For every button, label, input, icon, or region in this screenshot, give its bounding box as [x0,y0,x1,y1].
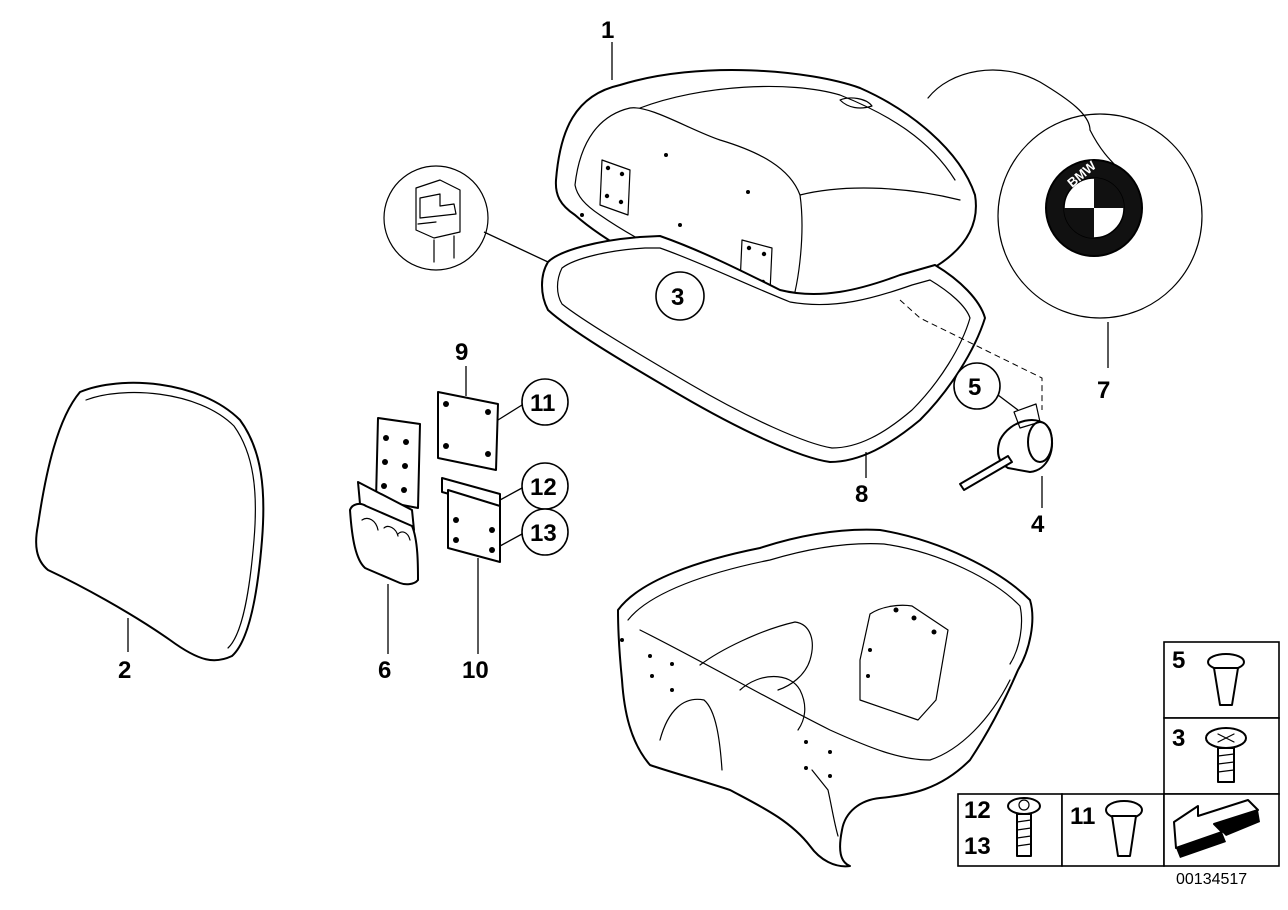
rivet-icon [1207,653,1245,706]
bmw-roundel-icon: BMW [1045,157,1143,257]
emblem-detail: BMW 7 [927,69,1203,404]
callout-10: 10 [462,657,489,684]
screw-icon [1205,727,1247,783]
callout-9: 9 [455,339,468,366]
legend-cell-12-13 [957,793,1063,867]
callout-3-group: 3 [655,271,705,321]
callout-5: 5 [968,374,981,401]
reference-number: 00134517 [1176,871,1247,888]
legend-label-12: 12 [964,797,991,824]
callout-12: 12 [530,474,557,501]
arrow-icon [1173,799,1260,858]
fastener-legend: 5 3 12 13 11 [957,641,1280,867]
legend-label-11: 11 [1070,803,1095,830]
backrest-pad: 2 [35,381,265,684]
callout-13: 13 [530,520,557,547]
plate-9: 9 [437,339,523,471]
legend-label-5: 5 [1172,647,1185,674]
legend-label-3: 3 [1172,725,1185,752]
callout-1: 1 [601,17,614,44]
lock-cylinder: 4 [959,403,1053,538]
callout-12-group: 12 [521,462,569,510]
callout-5-group: 5 [953,362,1019,411]
callout-4: 4 [1031,511,1045,538]
bolt-icon [1007,797,1041,857]
expansion-rivet-icon [1105,800,1143,857]
callout-6: 6 [378,657,391,684]
hinge: 6 [349,417,421,684]
callout-3: 3 [671,284,684,311]
legend-label-13: 13 [964,833,991,860]
plate-10: 10 [441,477,523,684]
callout-13-group: 13 [521,508,569,556]
callout-11: 11 [530,390,555,417]
callout-2: 2 [118,657,131,684]
callout-7: 7 [1097,377,1110,404]
seal-detail-circle [383,165,549,271]
callout-11-group: 11 [521,378,569,426]
topcase-base [617,528,1034,868]
lock-guide-line [899,299,1043,410]
callout-8: 8 [855,481,868,508]
